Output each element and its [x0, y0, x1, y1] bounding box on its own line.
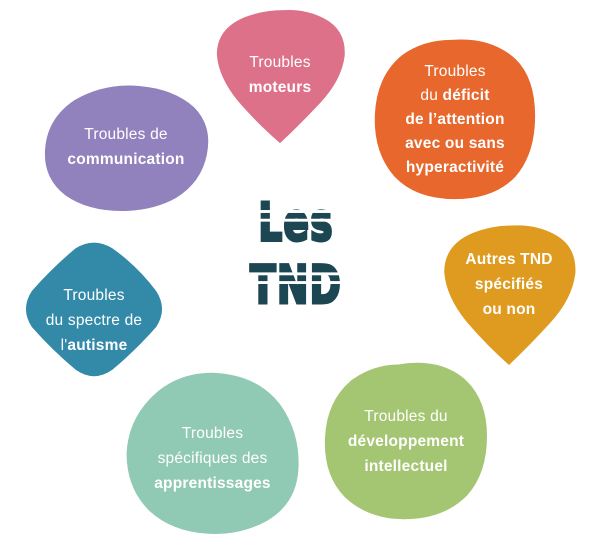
label-text: Autres TND	[465, 250, 553, 268]
label-text: de l’attention	[405, 110, 505, 128]
label-text: communication	[67, 151, 185, 168]
label-text: intellectuel	[364, 457, 448, 475]
blob-label-troubles-apprentissages: Troubles spécifiques des apprentissages	[117, 364, 308, 539]
blob-troubles-apprentissages: Troubles spécifiques des apprentissages	[117, 364, 308, 539]
blob-shape-egg	[44, 85, 209, 212]
label-text: Troubles	[181, 425, 244, 442]
blob-label-autres-tnd: Autres TND spécifiés ou non	[430, 218, 588, 368]
blob-troubles-developpement-intellectuel: Troubles du développement intellectuel	[316, 356, 496, 526]
blob-shape-pebble	[374, 39, 536, 200]
blob-label-troubles-spectre-autisme: Troubles du spectre de l'autisme	[10, 227, 178, 391]
label-text: Troubles	[63, 286, 125, 304]
label-text: moteurs	[248, 78, 312, 96]
label-text: Troubles du	[364, 407, 448, 425]
blob-label-troubles-developpement-intellectuel: Troubles du développement intellectuel	[316, 356, 496, 526]
label-text: du	[420, 86, 443, 104]
label-text: du spectre de	[45, 311, 143, 329]
blob-troubles-deficit-attention: Troubles du déficit de l’attention avec …	[366, 33, 544, 206]
label-text: Troubles	[249, 53, 311, 71]
title-line-tnd: TND	[246, 255, 345, 317]
blob-label-troubles-moteurs: Troubles moteurs	[203, 3, 357, 146]
label-text: hyperactivité	[405, 158, 505, 176]
label-text: développement	[347, 432, 465, 450]
label-text: déficit	[442, 86, 490, 104]
label-text: apprentissages	[154, 475, 271, 492]
blob-troubles-moteurs: Troubles moteurs	[203, 3, 357, 146]
label-text: Troubles	[424, 62, 486, 80]
blob-shape-diamond	[25, 242, 163, 377]
blob-shape-pick	[216, 9, 345, 144]
label-text: avec ou sans	[405, 134, 505, 152]
label-text: l'	[60, 336, 68, 354]
label-text: ou non	[482, 300, 536, 318]
blob-troubles-spectre-autisme: Troubles du spectre de l'autisme	[10, 227, 178, 391]
blob-label-troubles-deficit-attention: Troubles du déficit de l’attention avec …	[366, 33, 544, 206]
title-line-les: Les	[255, 193, 337, 255]
blob-shape-dome	[126, 372, 299, 534]
blob-shape-pick	[444, 225, 576, 365]
label-text: spécifiés	[474, 275, 544, 293]
blob-troubles-communication: Troubles de communication	[34, 76, 218, 218]
label-text: Troubles de	[84, 126, 168, 143]
blob-shape-pebble	[324, 362, 487, 520]
label-text: spécifiques des	[157, 450, 268, 467]
label-text: autisme	[67, 336, 128, 354]
page-title: Les TND	[223, 165, 370, 345]
blob-autres-tnd: Autres TND spécifiés ou non	[430, 218, 588, 368]
blob-label-troubles-communication: Troubles de communication	[34, 76, 218, 218]
